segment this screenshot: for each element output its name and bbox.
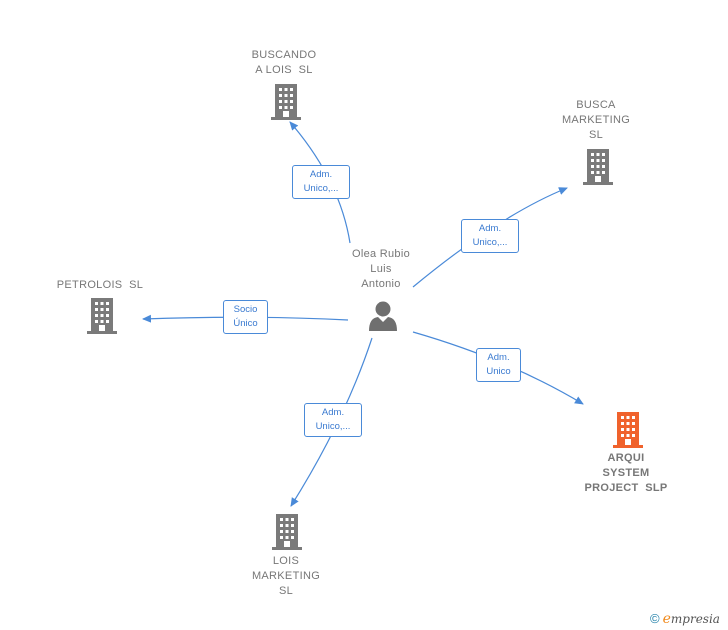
relation-text: Adm. (309, 169, 333, 180)
building-icon-highlight[interactable] (612, 412, 644, 448)
building-icon[interactable] (86, 298, 118, 334)
company-label-lois[interactable]: LOIS MARKETING SL (236, 554, 336, 599)
relation-text: Unico,... (472, 237, 508, 248)
company-label-arqui[interactable]: ARQUI SYSTEM PROJECT SLP (566, 451, 686, 496)
company-name-line: SL (588, 129, 604, 141)
relation-label-petrolois[interactable]: Socio Único (223, 300, 268, 334)
company-label-busca[interactable]: BUSCA MARKETING SL (546, 98, 646, 143)
relation-text: Adm. (321, 407, 345, 418)
relation-text: Socio (233, 304, 258, 315)
brand-logo-text: mpresia (670, 612, 720, 626)
building-icon[interactable] (582, 149, 614, 185)
relation-text: Único (233, 318, 258, 329)
company-label-buscando[interactable]: BUSCANDO A LOIS SL (234, 48, 334, 78)
company-name-line: SYSTEM (602, 467, 650, 479)
company-name-line: BUSCA (576, 99, 616, 111)
copyright-icon: © (650, 611, 660, 626)
relation-text: Unico,... (303, 183, 339, 194)
company-label-petrolois[interactable]: PETROLOIS SL (40, 278, 160, 293)
company-name-line: A LOIS SL (255, 64, 313, 76)
person-name-line: Luis (370, 263, 392, 275)
relation-text: Unico (486, 366, 511, 377)
brand-logo-e: e (662, 611, 671, 627)
building-icon[interactable] (271, 514, 303, 550)
relation-text: Unico,... (315, 421, 351, 432)
company-name-line: MARKETING (561, 114, 631, 126)
company-name-line: BUSCANDO (251, 49, 317, 61)
relation-label-arqui[interactable]: Adm. Unico (476, 348, 521, 382)
company-name-line: PROJECT SLP (584, 482, 668, 494)
company-name-line: PETROLOIS SL (56, 279, 144, 291)
person-name-line: Antonio (361, 278, 401, 290)
company-name-line: ARQUI (607, 452, 645, 464)
relation-label-buscando[interactable]: Adm. Unico,... (292, 165, 350, 199)
company-name-line: LOIS (272, 555, 300, 567)
relation-label-lois[interactable]: Adm. Unico,... (304, 403, 362, 437)
building-icon[interactable] (270, 84, 302, 120)
person-name[interactable]: Olea Rubio Luis Antonio (331, 247, 431, 292)
relation-label-busca[interactable]: Adm. Unico,... (461, 219, 519, 253)
brand-footer: ©empresia (650, 611, 720, 627)
relation-text: Adm. (478, 223, 502, 234)
company-name-line: MARKETING (251, 570, 321, 582)
company-name-line: SL (278, 585, 294, 597)
person-name-line: Olea Rubio (351, 248, 411, 260)
person-icon[interactable] (368, 300, 398, 332)
relation-text: Adm. (487, 352, 510, 363)
